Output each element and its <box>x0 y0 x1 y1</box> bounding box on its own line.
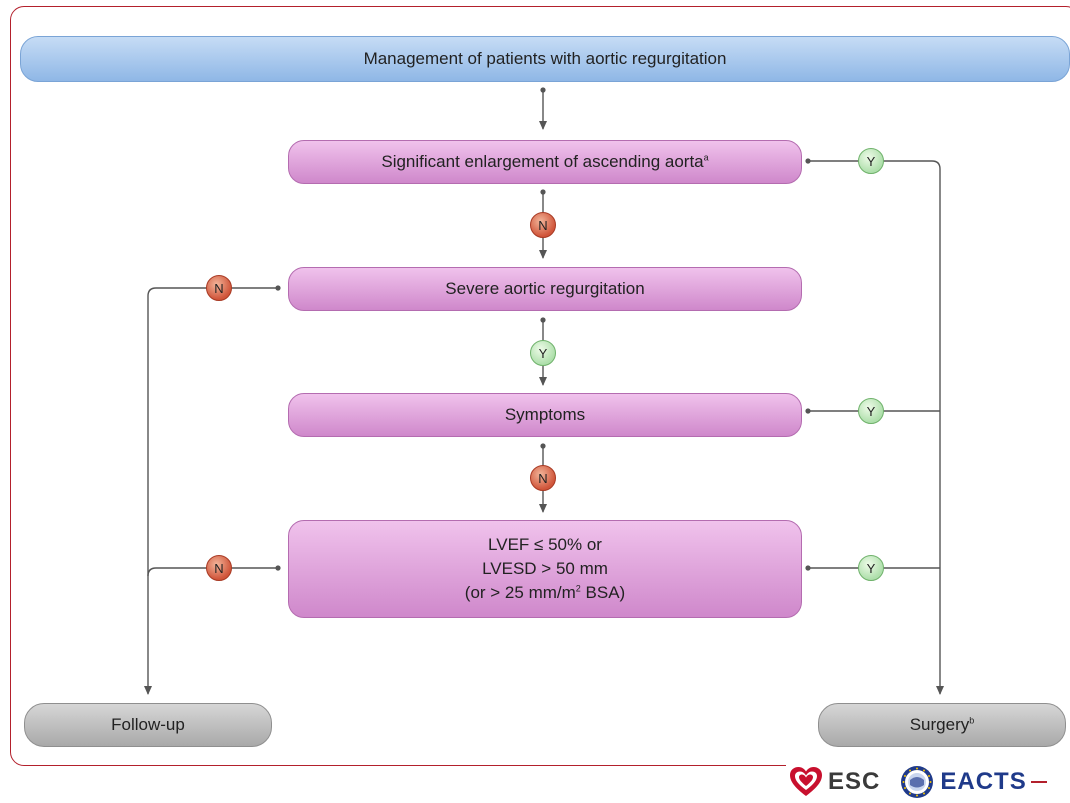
logo-rule <box>1030 781 1047 783</box>
node-severe-ar-label: Severe aortic regurgitation <box>445 279 645 298</box>
badge-no: N <box>530 465 556 491</box>
diagram-title: Management of patients with aortic regur… <box>363 49 727 68</box>
badge-yes: Y <box>858 148 884 174</box>
badge-no: N <box>206 555 232 581</box>
badge-yes: Y <box>530 340 556 366</box>
node-follow-up: Follow-up <box>24 703 272 747</box>
node-surgery: Surgeryb <box>818 703 1066 747</box>
connector-dot <box>275 285 281 291</box>
connector-dot <box>540 87 546 93</box>
line-yes-to-surgery <box>808 160 944 695</box>
badge-yes: Y <box>858 555 884 581</box>
eacts-globe-icon <box>901 766 934 798</box>
node-lv-line3: (or > 25 mm/m2 BSA) <box>465 581 625 605</box>
badge-yes: Y <box>858 398 884 424</box>
node-follow-up-label: Follow-up <box>111 715 185 734</box>
node-aortic-enlargement: Significant enlargement of ascending aor… <box>288 140 802 184</box>
node-lv-line3-pre: (or > 25 mm/m <box>464 583 576 602</box>
node-surgery-text: Surgery <box>909 715 970 734</box>
connector-dot <box>805 408 811 414</box>
node-lv-line2: LVESD > 50 mm <box>482 559 608 578</box>
node-lv-line1: LVEF ≤ 50% or <box>488 535 602 554</box>
node-surgery-label: Surgeryb <box>910 713 975 737</box>
node-lv-line3-sup: 2 <box>575 583 581 594</box>
connector-dot <box>275 565 281 571</box>
node-aortic-enlargement-text: Significant enlargement of ascending aor… <box>381 152 704 171</box>
footnote-b: b <box>969 715 975 726</box>
node-symptoms: Symptoms <box>288 393 802 437</box>
diagram-title-box: Management of patients with aortic regur… <box>20 36 1070 82</box>
node-severe-ar: Severe aortic regurgitation <box>288 267 802 311</box>
node-lv-line3-post: BSA) <box>580 583 626 602</box>
eacts-logo-text: EACTS <box>940 768 1027 795</box>
connector-dot <box>540 443 546 449</box>
footnote-a: a <box>703 152 709 163</box>
connector-dot <box>540 317 546 323</box>
esc-heart-icon <box>790 767 822 796</box>
line-lv-no <box>147 567 278 577</box>
connector-dot <box>540 189 546 195</box>
badge-no: N <box>530 212 556 238</box>
node-symptoms-label: Symptoms <box>504 405 586 424</box>
connector-dot <box>805 565 811 571</box>
node-lv-criteria: LVEF ≤ 50% or LVESD > 50 mm (or > 25 mm/… <box>288 520 802 618</box>
badge-no: N <box>206 275 232 301</box>
line-no-to-followup <box>144 287 278 695</box>
esc-logo-text: ESC <box>828 768 881 795</box>
node-aortic-enlargement-label: Significant enlargement of ascending aor… <box>381 150 708 174</box>
logo-bar: ESC EACTS <box>786 764 1070 800</box>
connector-dot <box>805 158 811 164</box>
diagram-frame <box>10 6 1070 766</box>
